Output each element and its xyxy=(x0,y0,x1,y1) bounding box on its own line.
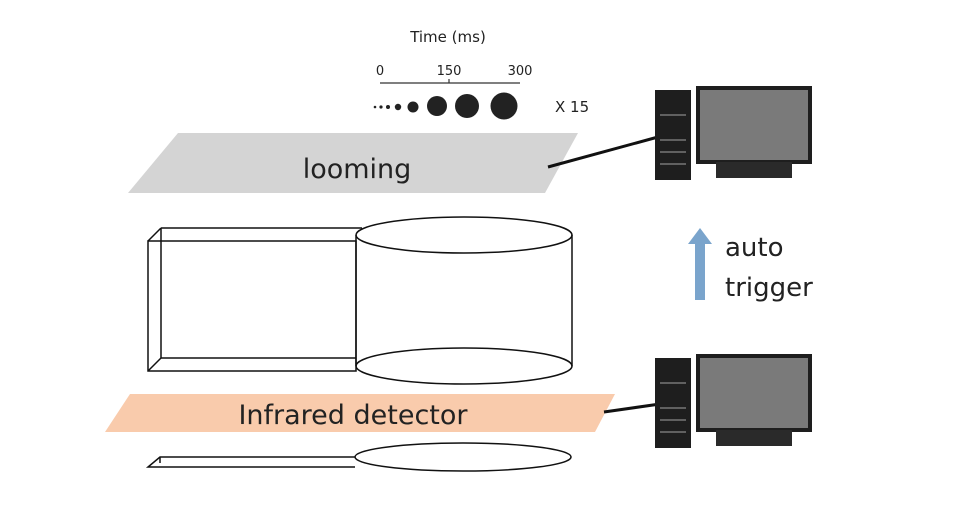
infrared-detector: Infrared detector xyxy=(105,394,615,432)
timeline-tick-300: 300 xyxy=(508,64,533,79)
detector-cable xyxy=(603,402,661,414)
looming-label: looming xyxy=(303,154,412,185)
computer-tower xyxy=(655,358,691,448)
arrow-up-icon xyxy=(688,228,712,300)
stimulus-dot xyxy=(427,96,447,116)
timeline-title: Time (ms) xyxy=(409,28,486,46)
looming-screen-panel xyxy=(128,133,578,193)
computer-keyboard xyxy=(716,162,792,178)
auto-trigger: auto trigger xyxy=(688,228,813,303)
computer-tower xyxy=(655,90,691,180)
stimulus-dot-sequence xyxy=(373,92,518,120)
stimulus-dot xyxy=(379,105,383,109)
corridor-front-face xyxy=(147,240,357,372)
infrared-detector-panel xyxy=(105,394,615,432)
trigger-label-line2: trigger xyxy=(725,273,813,303)
looming-timeline: Time (ms) 0 150 300 X 15 xyxy=(373,28,589,120)
stimulus-dot xyxy=(386,105,390,109)
stimulus-dot xyxy=(455,94,479,118)
looming-cable xyxy=(547,135,659,169)
arena-top-rim xyxy=(355,216,573,254)
computer-keyboard xyxy=(716,430,792,446)
infrared-detector-label: Infrared detector xyxy=(238,400,468,431)
stimulus-dot xyxy=(490,92,518,120)
corridor-edge xyxy=(147,227,162,242)
computer-icon xyxy=(655,86,812,180)
corridor-edge xyxy=(147,357,162,372)
computer-monitor xyxy=(696,86,812,164)
arena-bottom-rim xyxy=(355,347,573,385)
floor-plate xyxy=(145,442,572,472)
test-chamber xyxy=(147,216,573,385)
stimulus-dot xyxy=(373,105,377,109)
trigger-label-line1: auto xyxy=(725,233,784,263)
timeline-tick-150: 150 xyxy=(437,64,462,79)
timeline-tick-0: 0 xyxy=(376,64,384,79)
stimulus-dot xyxy=(394,103,402,111)
stimulus-dot xyxy=(407,101,419,113)
computer-monitor xyxy=(696,354,812,432)
looming-screen: looming xyxy=(128,133,578,193)
repeat-count-label: X 15 xyxy=(555,98,589,116)
computer-icon xyxy=(655,354,812,448)
